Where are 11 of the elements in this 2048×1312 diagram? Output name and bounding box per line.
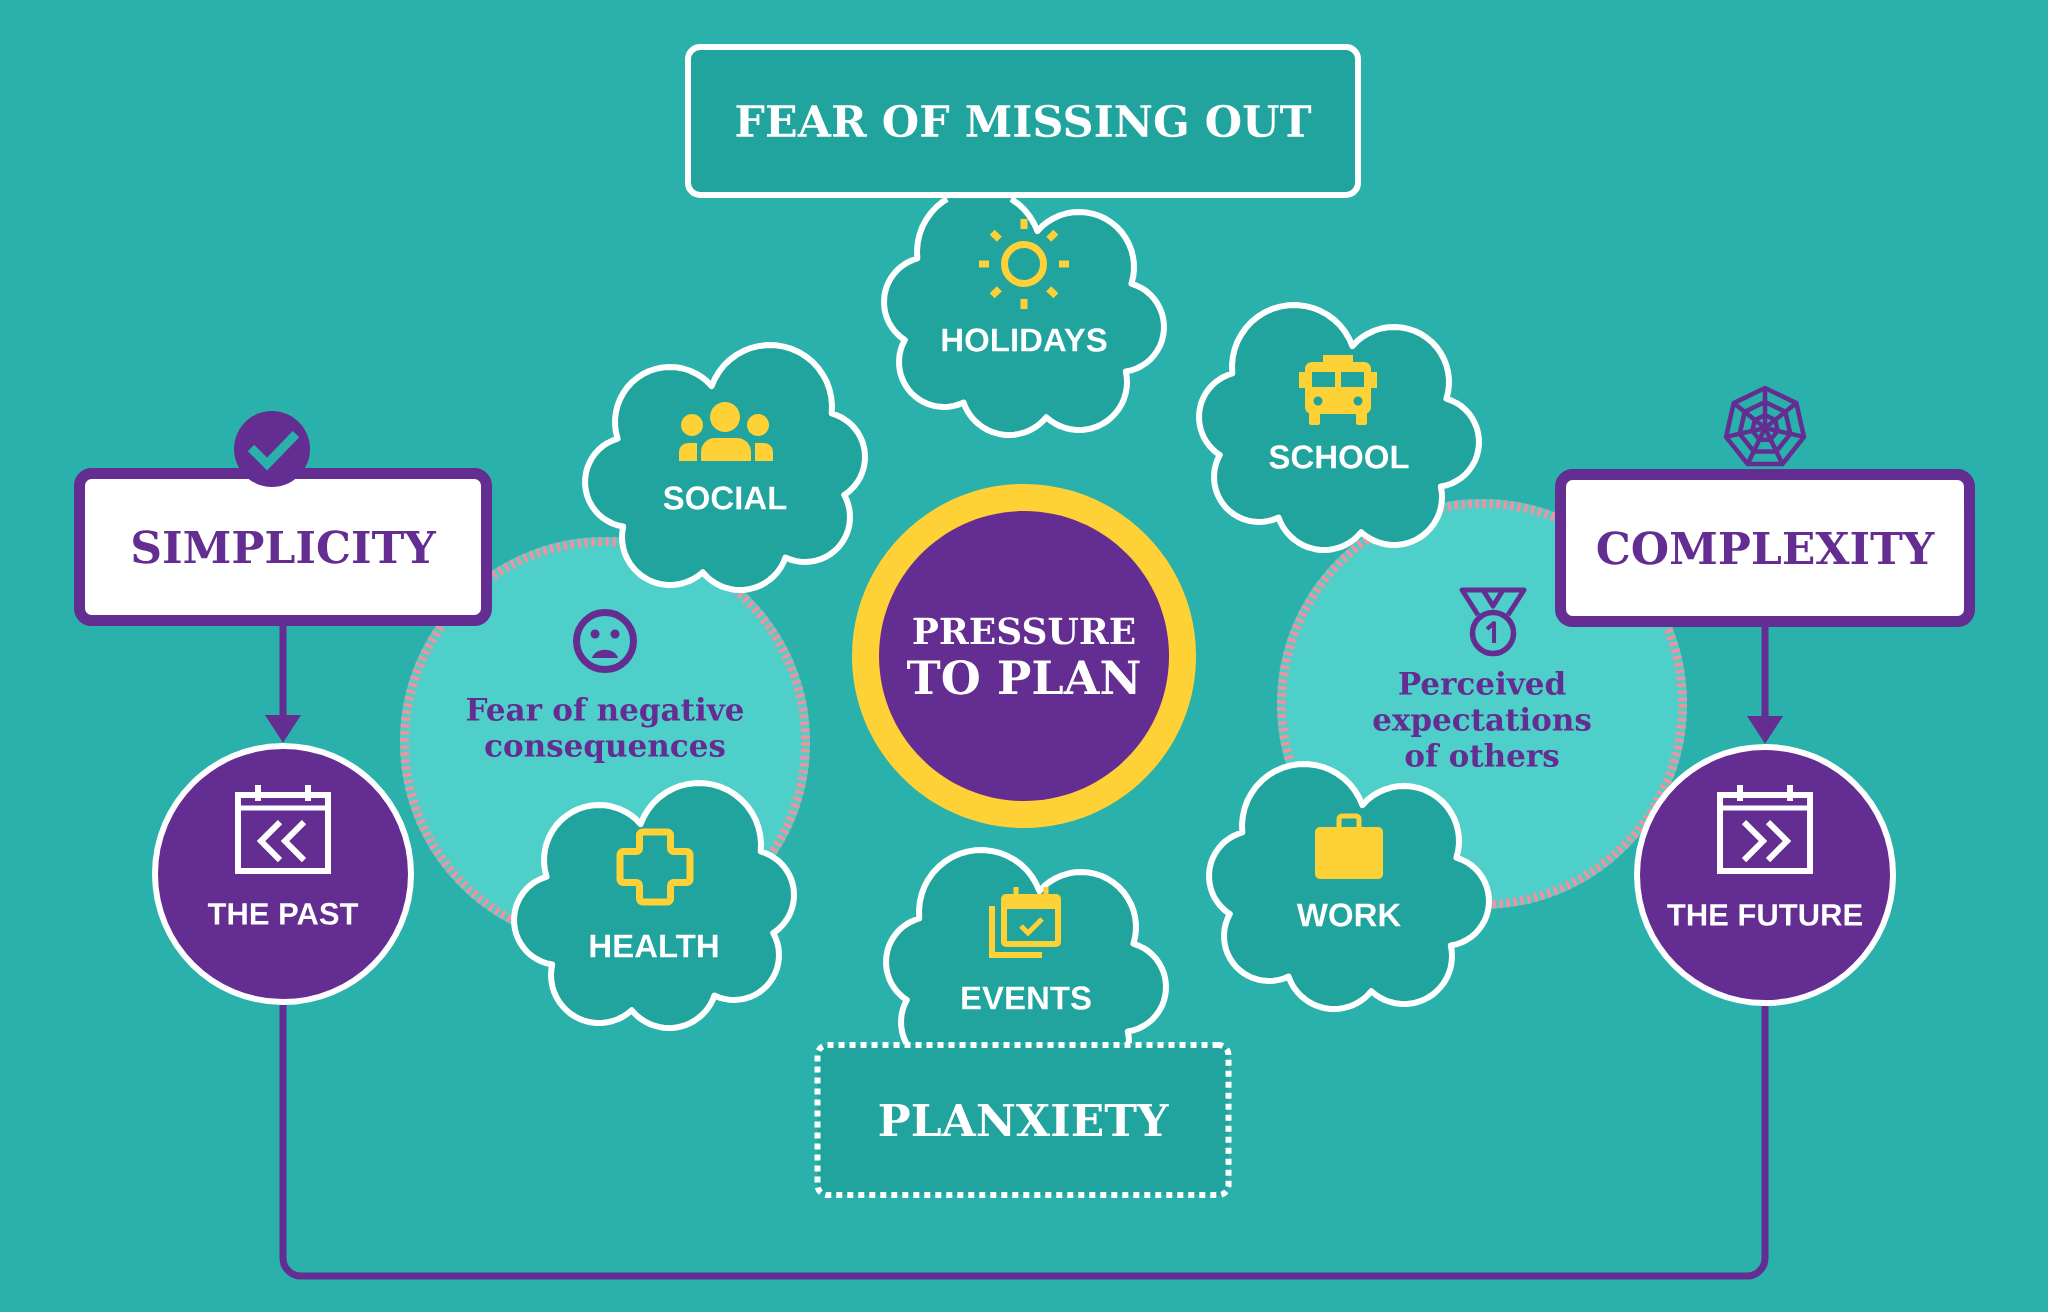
dotted-box: PLANXIETY (814, 1042, 1232, 1198)
circle-node: THE FUTURE (1634, 744, 1896, 1006)
cloud-bubble: HOLIDAYS (881, 196, 1167, 438)
label-box: COMPLEXITY (1555, 469, 1975, 627)
cloud-bubble: SOCIAL (582, 342, 868, 593)
title-box: FEAR OF MISSING OUT (685, 44, 1361, 198)
cloud-bubble: SCHOOL (1196, 302, 1482, 553)
circle-node: THE PAST (152, 743, 414, 1005)
cloud-bubble: HEALTH (511, 780, 797, 1031)
cloud-bubble: EVENTS (883, 847, 1169, 1046)
label-box: SIMPLICITY (74, 468, 492, 626)
